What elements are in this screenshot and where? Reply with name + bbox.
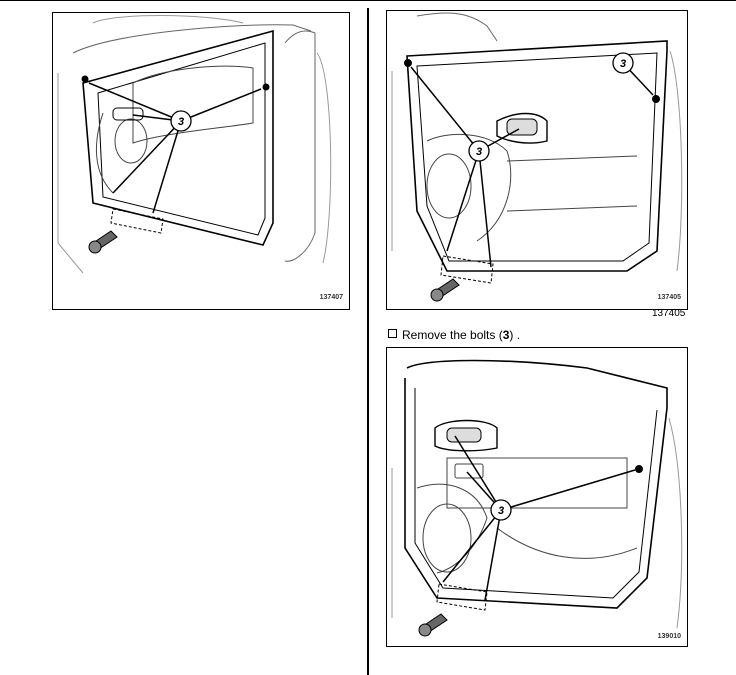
door-panel-illustration: 3 3: [391, 12, 683, 302]
instruction-suffix: ) .: [509, 328, 521, 342]
top-rule: [0, 0, 736, 1]
door-panel-figure-front-right: 3 3 137405: [386, 10, 688, 310]
instruction-remove-bolts: Remove the bolts (3) .: [388, 328, 520, 342]
instruction-prefix: Remove the bolts (: [402, 328, 503, 342]
column-divider: [367, 8, 369, 675]
callout-label: 3: [476, 146, 482, 158]
door-panel-figure-front-left: 3 137407: [52, 12, 350, 310]
door-panel-illustration: 3: [391, 359, 683, 637]
figure-code: 137407: [319, 294, 343, 301]
checkbox-icon: [388, 329, 397, 338]
instruction-ref: 3: [502, 328, 510, 342]
door-panel-figure-rear: 3 139010: [386, 347, 688, 647]
figure-code: 139010: [657, 633, 681, 640]
door-panel-illustration: 3: [57, 15, 332, 274]
callout-label: 3: [498, 505, 504, 517]
callout-label: 3: [620, 58, 626, 70]
figure-caption-code: 137405: [652, 308, 686, 319]
figure-code: 137405: [657, 294, 681, 301]
callout-label: 3: [178, 116, 184, 128]
